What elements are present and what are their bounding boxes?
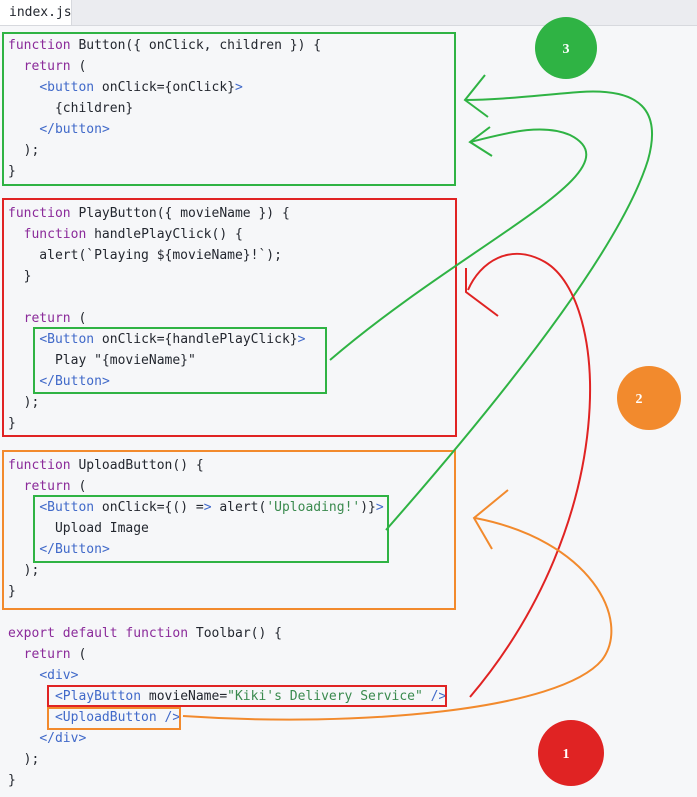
playbutton-button-usage-box (33, 327, 327, 394)
code-line: export default function Toolbar() { (8, 626, 282, 641)
code-line: } (8, 773, 16, 788)
code-line: return ( (23, 647, 87, 662)
code-line: function UploadButton() { (8, 458, 204, 473)
button-component-box (2, 32, 456, 186)
code-line: function PlayButton({ movieName }) { (8, 206, 290, 221)
code-line: ); (8, 395, 40, 410)
code-line: </Button> (39, 374, 110, 389)
code-line: <div> (39, 668, 79, 683)
code-line: return ( (23, 311, 87, 326)
code-line: ); (8, 143, 40, 158)
code-line: alert(`Playing ${movieName}!`); (8, 248, 282, 263)
playbutton-component-box (2, 198, 457, 437)
code-line: <Button onClick={() => alert('Uploading!… (39, 500, 384, 515)
code-line: </Button> (39, 542, 110, 557)
code-line: <UploadButton /> (54, 710, 181, 725)
code-line: ); (8, 752, 40, 767)
code-line: <Button onClick={handlePlayClick}> (39, 332, 306, 347)
code-line: } (8, 269, 32, 284)
code-line: Upload Image (8, 521, 149, 536)
uploadbutton-usage-box (47, 707, 181, 730)
code-line: function Button({ onClick, children }) { (8, 38, 322, 53)
code-line: return ( (23, 59, 87, 74)
code-line: } (8, 584, 16, 599)
uploadbutton-button-usage-box (33, 495, 389, 563)
code-line: Play "{movieName}" (8, 353, 196, 368)
code-line: </button> (39, 122, 110, 137)
code-line: <button onClick={onClick}> (39, 80, 243, 95)
tab-index-js[interactable]: index.js (0, 0, 72, 25)
code-line: } (8, 164, 16, 179)
code-line: function handlePlayClick() { (23, 227, 243, 242)
code-line: } (8, 416, 16, 431)
playbutton-usage-box (47, 685, 447, 707)
code-line: </div> (39, 731, 87, 746)
code-line: ); (8, 563, 40, 578)
editor-tab-bar: index.js (0, 0, 697, 26)
code-line: {children} (8, 101, 134, 116)
code-line: return ( (23, 479, 87, 494)
